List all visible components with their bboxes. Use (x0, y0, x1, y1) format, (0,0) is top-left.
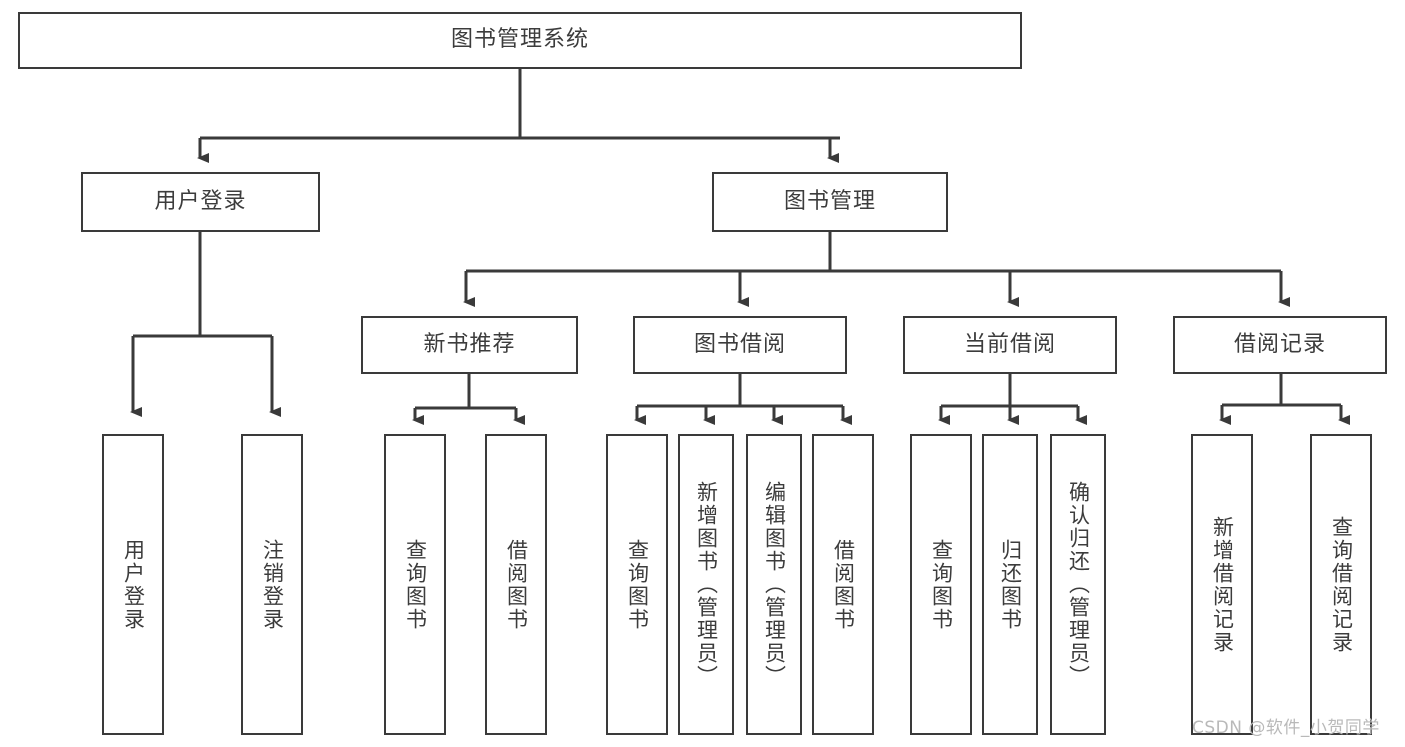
node-label: 注销登录 (260, 538, 285, 631)
node-label: 用户登录 (154, 188, 247, 214)
watermark-text: CSDN @软件_小贺同学 (1192, 718, 1380, 738)
leaf-confirm-return-admin[interactable]: 确认归还（管理员） (1050, 434, 1106, 735)
node-label: 借阅图书 (504, 538, 529, 631)
node-label: 编辑图书（管理员） (762, 481, 787, 688)
leaf-return-book[interactable]: 归还图书 (982, 434, 1038, 735)
node-label: 新增借阅记录 (1210, 515, 1235, 654)
leaf-logout[interactable]: 注销登录 (241, 434, 303, 735)
node-label: 图书借阅 (693, 331, 786, 357)
leaf-query-book-current[interactable]: 查询图书 (910, 434, 972, 735)
leaf-borrow-book[interactable]: 借阅图书 (812, 434, 874, 735)
leaf-add-book-admin[interactable]: 新增图书（管理员） (678, 434, 734, 735)
node-label: 查询图书 (625, 538, 650, 631)
node-label: 查询借阅记录 (1329, 515, 1354, 654)
leaf-user-login[interactable]: 用户登录 (102, 434, 164, 735)
node-label: 借阅图书 (831, 538, 856, 631)
leaf-edit-book-admin[interactable]: 编辑图书（管理员） (746, 434, 802, 735)
node-new-book-recommend[interactable]: 新书推荐 (361, 316, 578, 374)
node-label: 归还图书 (998, 538, 1023, 631)
leaf-add-borrow-record[interactable]: 新增借阅记录 (1191, 434, 1253, 735)
node-user-login[interactable]: 用户登录 (81, 172, 320, 232)
leaf-query-borrow-record[interactable]: 查询借阅记录 (1310, 434, 1372, 735)
leaf-query-book-recommend[interactable]: 查询图书 (384, 434, 446, 735)
node-borrow-record[interactable]: 借阅记录 (1173, 316, 1387, 374)
node-book-management[interactable]: 图书管理 (712, 172, 948, 232)
leaf-borrow-book-recommend[interactable]: 借阅图书 (485, 434, 547, 735)
node-label: 图书管理系统 (450, 27, 589, 53)
node-label: 当前借阅 (963, 331, 1056, 357)
node-label: 确认归还（管理员） (1066, 481, 1091, 688)
node-label: 借阅记录 (1233, 331, 1326, 357)
node-label: 图书管理 (783, 188, 876, 214)
leaf-query-book-borrow[interactable]: 查询图书 (606, 434, 668, 735)
node-label: 查询图书 (929, 538, 954, 631)
node-label: 新增图书（管理员） (694, 481, 719, 688)
node-root-system[interactable]: 图书管理系统 (18, 12, 1022, 69)
node-label: 新书推荐 (423, 331, 516, 357)
node-label: 查询图书 (403, 538, 428, 631)
node-current-borrow[interactable]: 当前借阅 (903, 316, 1117, 374)
node-label: 用户登录 (121, 538, 146, 631)
node-book-borrow[interactable]: 图书借阅 (633, 316, 847, 374)
